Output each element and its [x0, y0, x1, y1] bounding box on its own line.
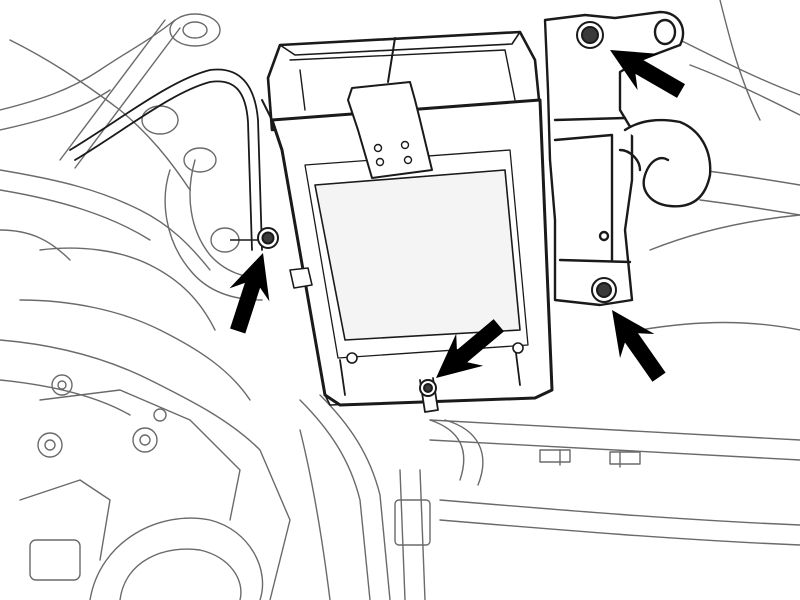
charcoal-canister — [261, 30, 554, 413]
arrow-icon — [610, 50, 686, 98]
fasteners — [230, 21, 617, 397]
nut-lower-right — [591, 277, 617, 303]
callout-arrows — [229, 50, 686, 382]
mounting-bracket — [543, 10, 712, 307]
bolt-upper-right — [576, 21, 604, 49]
bolt-bottom-center — [419, 379, 437, 397]
arrow-icon — [436, 319, 504, 378]
arrow-icon — [612, 310, 666, 382]
bolt-left — [230, 227, 279, 249]
vent-pipe — [69, 68, 263, 251]
arrow-icon — [229, 253, 270, 334]
